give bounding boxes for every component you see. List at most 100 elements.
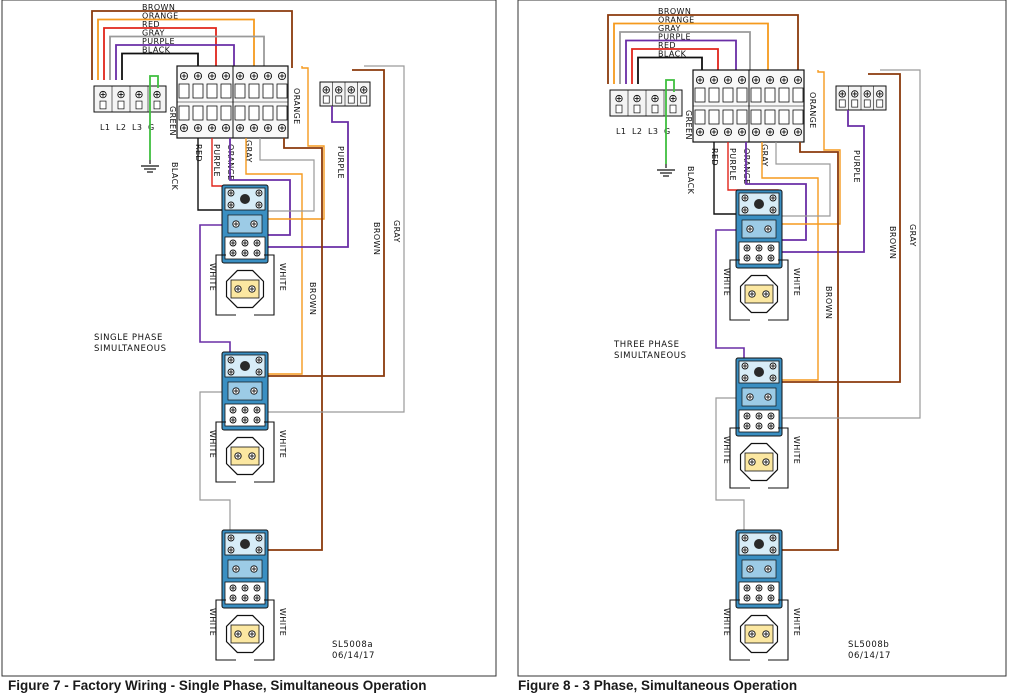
- element-assembly-2: [735, 357, 783, 482]
- legend-label-brown: BROWN: [658, 7, 691, 16]
- terminal-label-l1: L1: [616, 127, 626, 136]
- drawing-number: SL5008b: [848, 640, 889, 650]
- white-lead-left-2: [215, 421, 236, 483]
- power-terminal-block: [609, 89, 683, 117]
- label-black-wire: BLACK: [686, 166, 695, 195]
- terminal-label-g: G: [664, 127, 671, 136]
- terminal-label-l3: L3: [132, 123, 142, 132]
- label-purple-right-wire: PURPLE: [336, 146, 345, 179]
- legend-wire-brown: [91, 10, 293, 80]
- figure-7-caption: Figure 7 - Factory Wiring - Single Phase…: [8, 678, 427, 693]
- gray-jumper: [715, 397, 745, 530]
- gray-jumper: [199, 391, 231, 530]
- terminal-label-g: G: [148, 123, 155, 132]
- element-assembly-2: [221, 351, 269, 476]
- label-brown-far-wire: BROWN: [888, 226, 897, 259]
- aux-terminal-block: [319, 81, 371, 107]
- label-white-right-1: WHITE: [278, 263, 287, 291]
- legend-wire-orange: [97, 18, 255, 80]
- legend-label-black: BLACK: [658, 50, 687, 59]
- terminal-label-l1: L1: [100, 123, 110, 132]
- label-white-right-1: WHITE: [792, 268, 801, 296]
- ground-symbol: [657, 169, 675, 177]
- legend-label-orange: ORANGE: [142, 12, 179, 21]
- operation-title-line-2: SIMULTANEOUS: [614, 351, 687, 361]
- purple-wire: [229, 138, 291, 236]
- element-assembly-1: [735, 189, 783, 314]
- legend-wire-purple: [625, 39, 737, 84]
- legend-label-red: RED: [142, 20, 160, 29]
- legend-wire-gray: [619, 31, 751, 84]
- purple-jumper: [199, 224, 231, 352]
- terminal-label-l2: L2: [116, 123, 126, 132]
- gray-far-wire: [782, 69, 921, 419]
- brown-far-wire: [268, 69, 385, 377]
- label-green-wire: GREEN: [168, 106, 177, 136]
- white-lead-right-3: [254, 599, 275, 661]
- orange-wire: [245, 138, 303, 375]
- label-gray-wire: GRAY: [244, 140, 253, 163]
- label-white-right-3: WHITE: [792, 608, 801, 636]
- orange-wire: [761, 142, 819, 381]
- legend-label-brown: BROWN: [142, 3, 175, 12]
- element-assembly-1: [221, 184, 269, 309]
- white-lead-left-1: [729, 259, 750, 321]
- green-ground-wire: [665, 79, 675, 164]
- label-white-left-3: WHITE: [208, 608, 217, 636]
- orange-right-wire: [782, 70, 841, 225]
- legend-wire-black: [637, 56, 703, 84]
- white-lead-right-3: [768, 599, 789, 661]
- label-white-left-1: WHITE: [722, 268, 731, 296]
- figure-8-caption: Figure 8 - 3 Phase, Simultaneous Operati…: [518, 678, 798, 693]
- label-brown-wire: BROWN: [824, 286, 833, 319]
- label-white-right-2: WHITE: [278, 430, 287, 458]
- terminal-label-l3: L3: [648, 127, 658, 136]
- drawing-date: 06/14/17: [848, 651, 891, 661]
- terminal-label-l2: L2: [632, 127, 642, 136]
- white-lead-left-3: [729, 599, 750, 661]
- black-wire: [197, 138, 226, 211]
- white-lead-left-1: [215, 254, 236, 316]
- brown-wire: [782, 142, 839, 551]
- aux-terminal-block: [835, 85, 887, 111]
- label-white-left-3: WHITE: [722, 608, 731, 636]
- legend-wire-orange: [613, 22, 769, 84]
- label-orange-right-wire: ORANGE: [292, 88, 301, 125]
- label-brown-wire: BROWN: [308, 282, 317, 315]
- operation-title-line-1: THREE PHASE: [613, 340, 680, 350]
- label-gray-far-wire: GRAY: [908, 224, 917, 247]
- element-assembly-3: [735, 529, 783, 654]
- power-terminal-block: [93, 85, 167, 113]
- legend-label-red: RED: [658, 41, 676, 50]
- white-lead-right-2: [254, 421, 275, 483]
- white-lead-right-1: [254, 254, 275, 316]
- purple-jumper: [715, 229, 745, 358]
- black-wire: [713, 142, 740, 215]
- operation-title-line-1: SINGLE PHASE: [94, 333, 163, 343]
- label-white-left-2: WHITE: [208, 430, 217, 458]
- label-black-wire: BLACK: [170, 162, 179, 191]
- white-lead-left-2: [729, 427, 750, 489]
- label-gray-far-wire: GRAY: [392, 220, 401, 243]
- label-gray-wire: GRAY: [760, 144, 769, 167]
- gray-far-wire: [268, 65, 405, 413]
- legend-label-purple: PURPLE: [658, 33, 691, 42]
- operation-title-line-2: SIMULTANEOUS: [94, 344, 167, 354]
- legend-wire-brown: [607, 14, 799, 84]
- contactor-block: [692, 69, 805, 143]
- label-brown-far-wire: BROWN: [372, 222, 381, 255]
- label-purple-wire: PURPLE: [212, 144, 221, 177]
- element-assembly-3: [221, 529, 269, 654]
- ground-symbol: [141, 165, 159, 173]
- legend-label-gray: GRAY: [142, 29, 165, 38]
- purple-right-wire: [782, 110, 865, 253]
- legend-wire-purple: [115, 44, 235, 80]
- legend-wire-red: [103, 27, 217, 80]
- label-white-left-2: WHITE: [722, 436, 731, 464]
- legend-wire-red: [631, 48, 719, 84]
- brown-far-wire: [782, 73, 901, 383]
- label-purple-wire: PURPLE: [728, 148, 737, 181]
